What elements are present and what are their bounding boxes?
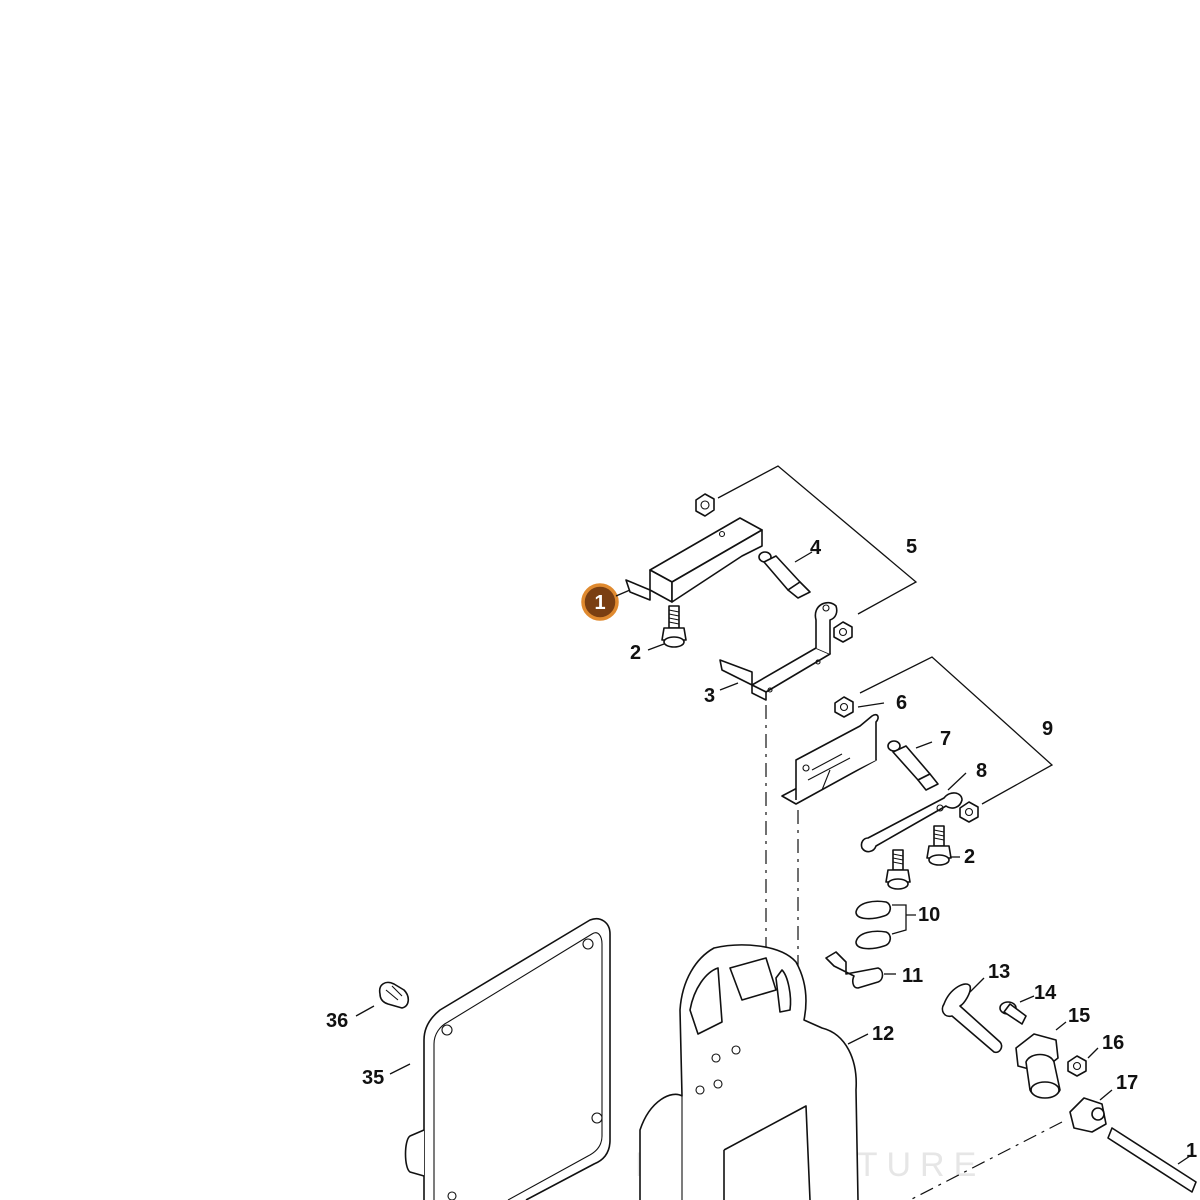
mount-part-15 xyxy=(1015,1033,1061,1099)
callout-18-partial[interactable]: 1 xyxy=(1186,1140,1197,1162)
callout-2-right[interactable]: 2 xyxy=(964,846,975,868)
pad-part-10 xyxy=(855,900,916,950)
fitting-part-17 xyxy=(1069,1097,1107,1133)
nut-part-16 xyxy=(1067,1055,1087,1077)
strap-part-8 xyxy=(860,792,963,853)
nut-part-6 xyxy=(834,696,854,718)
callout-35[interactable]: 35 xyxy=(362,1067,384,1089)
plate-bracket-9 xyxy=(781,713,879,805)
screw-part-2-right xyxy=(926,825,952,866)
group-5-bracket-line xyxy=(717,465,918,615)
callout-5[interactable]: 5 xyxy=(906,536,917,558)
bracket-part-1 xyxy=(625,517,763,603)
callout-3[interactable]: 3 xyxy=(704,685,715,707)
callout-badge-1[interactable]: 1 xyxy=(581,583,619,621)
leader-1 xyxy=(615,589,631,597)
screw-part-2-upper xyxy=(661,605,687,648)
callout-9[interactable]: 9 xyxy=(1042,718,1053,740)
leader-lines xyxy=(355,551,1191,1165)
clip-part-11 xyxy=(825,951,884,989)
screw-part-14 xyxy=(999,1001,1027,1025)
callout-7[interactable]: 7 xyxy=(940,728,951,750)
callout-6[interactable]: 6 xyxy=(896,692,907,714)
callout-10[interactable]: 10 xyxy=(918,904,940,926)
callout-15[interactable]: 15 xyxy=(1068,1005,1090,1027)
stud-part-7 xyxy=(887,740,939,791)
bracket-part-3 xyxy=(719,601,838,701)
screw-mid xyxy=(885,849,911,890)
callout-16[interactable]: 16 xyxy=(1102,1032,1124,1054)
callout-1-text: 1 xyxy=(594,592,605,614)
callout-12[interactable]: 12 xyxy=(872,1023,894,1045)
nut-right-9 xyxy=(959,801,979,823)
callout-17[interactable]: 17 xyxy=(1116,1072,1138,1094)
part-group-9 xyxy=(781,656,1054,890)
callout-4[interactable]: 4 xyxy=(810,537,822,559)
rod-part-18 xyxy=(1107,1127,1197,1193)
callout-36[interactable]: 36 xyxy=(326,1010,348,1032)
callout-11[interactable]: 11 xyxy=(902,965,923,987)
horn-part-13 xyxy=(941,983,1003,1054)
part-group-5 xyxy=(625,465,918,701)
callout-13[interactable]: 13 xyxy=(988,961,1010,983)
callout-14[interactable]: 14 xyxy=(1034,982,1057,1004)
nut-top-5 xyxy=(695,493,715,517)
callout-8[interactable]: 8 xyxy=(976,760,987,782)
seat-frame-part-12 xyxy=(639,944,859,1200)
callout-2-upper[interactable]: 2 xyxy=(630,642,641,664)
panel-part-35 xyxy=(404,918,611,1200)
nut-right-5 xyxy=(833,621,853,643)
clip-part-36 xyxy=(378,981,410,1009)
stud-part-4 xyxy=(758,551,811,599)
group-9-bracket-line xyxy=(859,656,1054,805)
